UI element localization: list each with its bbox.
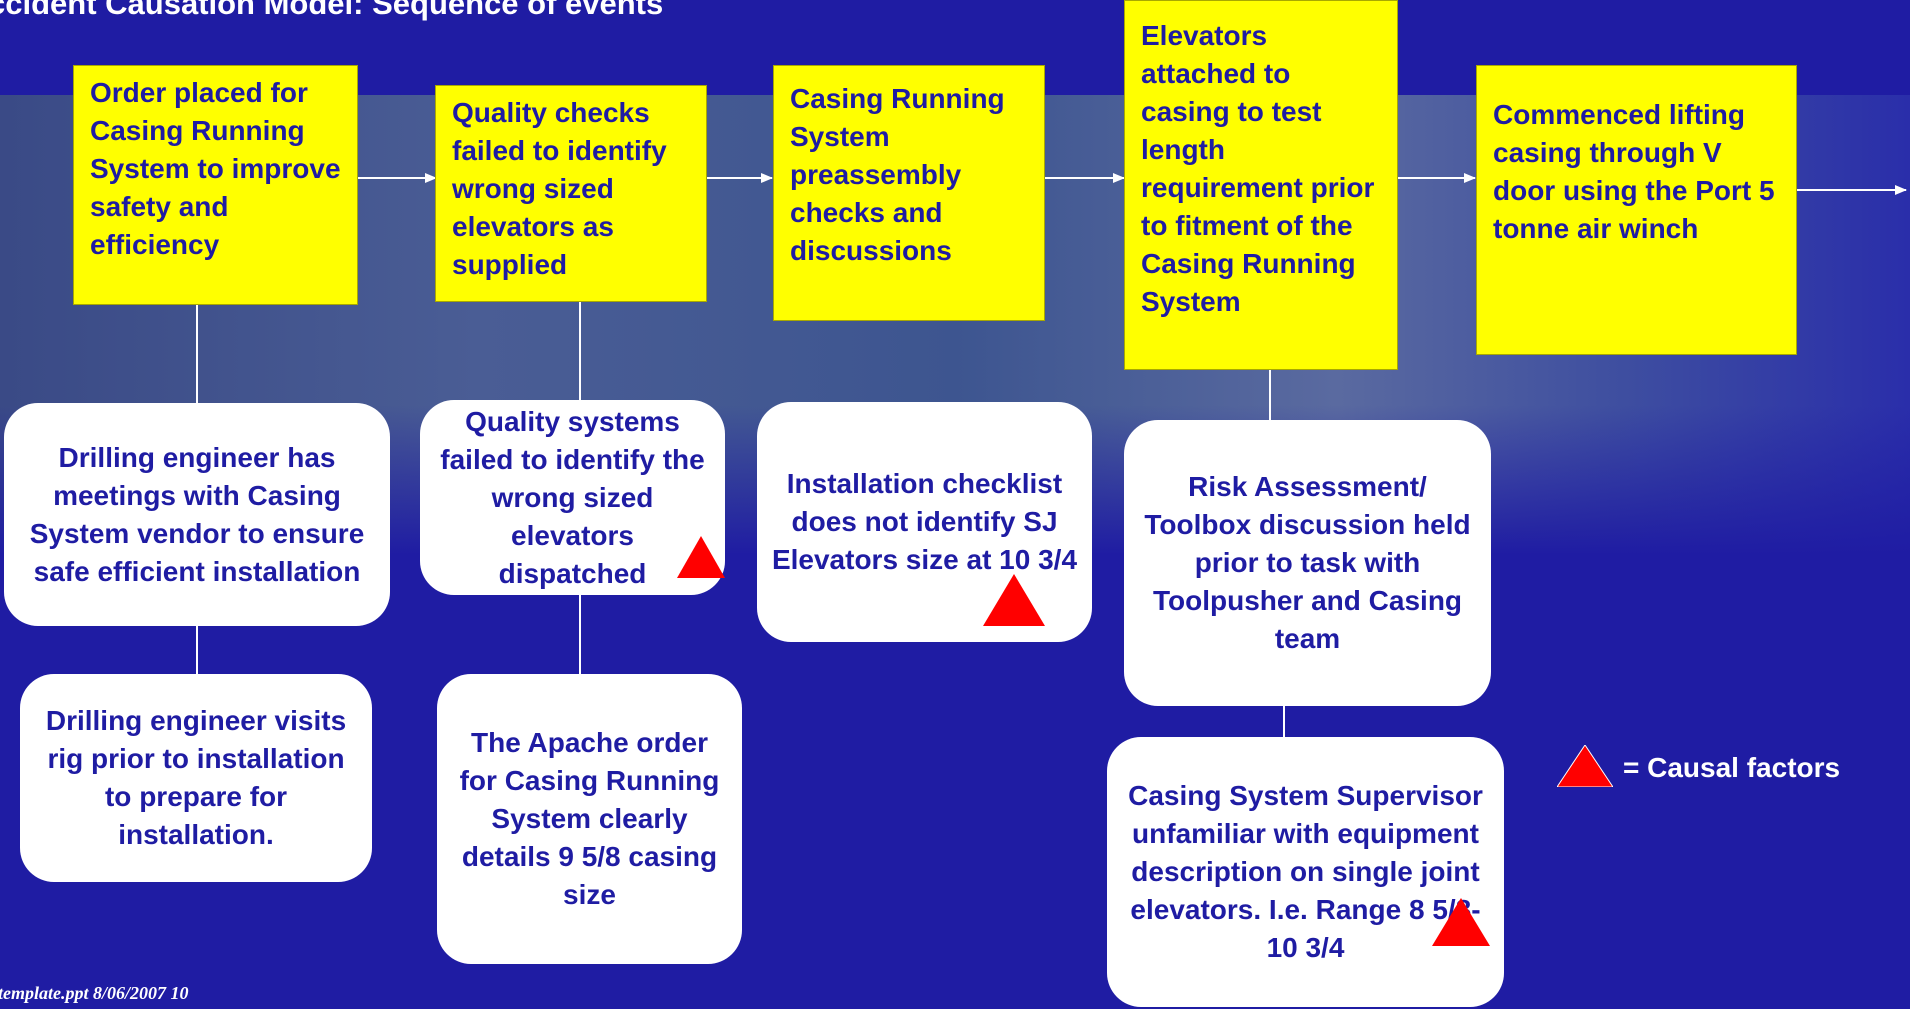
factor-box-4: The Apache order for Casing Running Syst… bbox=[437, 674, 742, 964]
legend-label: = Causal factors bbox=[1623, 752, 1841, 783]
factor-box-3: Quality systems failed to identify the w… bbox=[420, 400, 725, 595]
factor-box-7: Casing System Supervisor unfamiliar with… bbox=[1107, 737, 1504, 1007]
factor-box-5: Installation checklist does not identify… bbox=[757, 402, 1092, 642]
factor-box-6: Risk Assessment/ Toolbox discussion held… bbox=[1124, 420, 1491, 706]
factor-box-2: Drilling engineer visits rig prior to in… bbox=[20, 674, 372, 882]
event-box-5: Commenced lifting casing through V door … bbox=[1476, 65, 1797, 355]
causal-marker-icon bbox=[677, 536, 725, 578]
event-box-3: Casing Running System preassembly checks… bbox=[773, 65, 1045, 321]
event-box-4: Elevators attached to casing to test len… bbox=[1124, 0, 1398, 370]
event-box-2: Quality checks failed to identify wrong … bbox=[435, 85, 707, 302]
factor-box-1: Drilling engineer has meetings with Casi… bbox=[4, 403, 390, 626]
footer-text: template.ppt 8/06/2007 10 bbox=[0, 983, 189, 1003]
causal-marker-icon bbox=[1432, 898, 1490, 946]
slide-title: ccident Causation Model: Sequence of eve… bbox=[0, 0, 664, 21]
causal-marker-icon bbox=[983, 574, 1045, 626]
legend-causal-icon bbox=[1557, 745, 1613, 787]
event-box-1: Order placed for Casing Running System t… bbox=[73, 65, 358, 305]
